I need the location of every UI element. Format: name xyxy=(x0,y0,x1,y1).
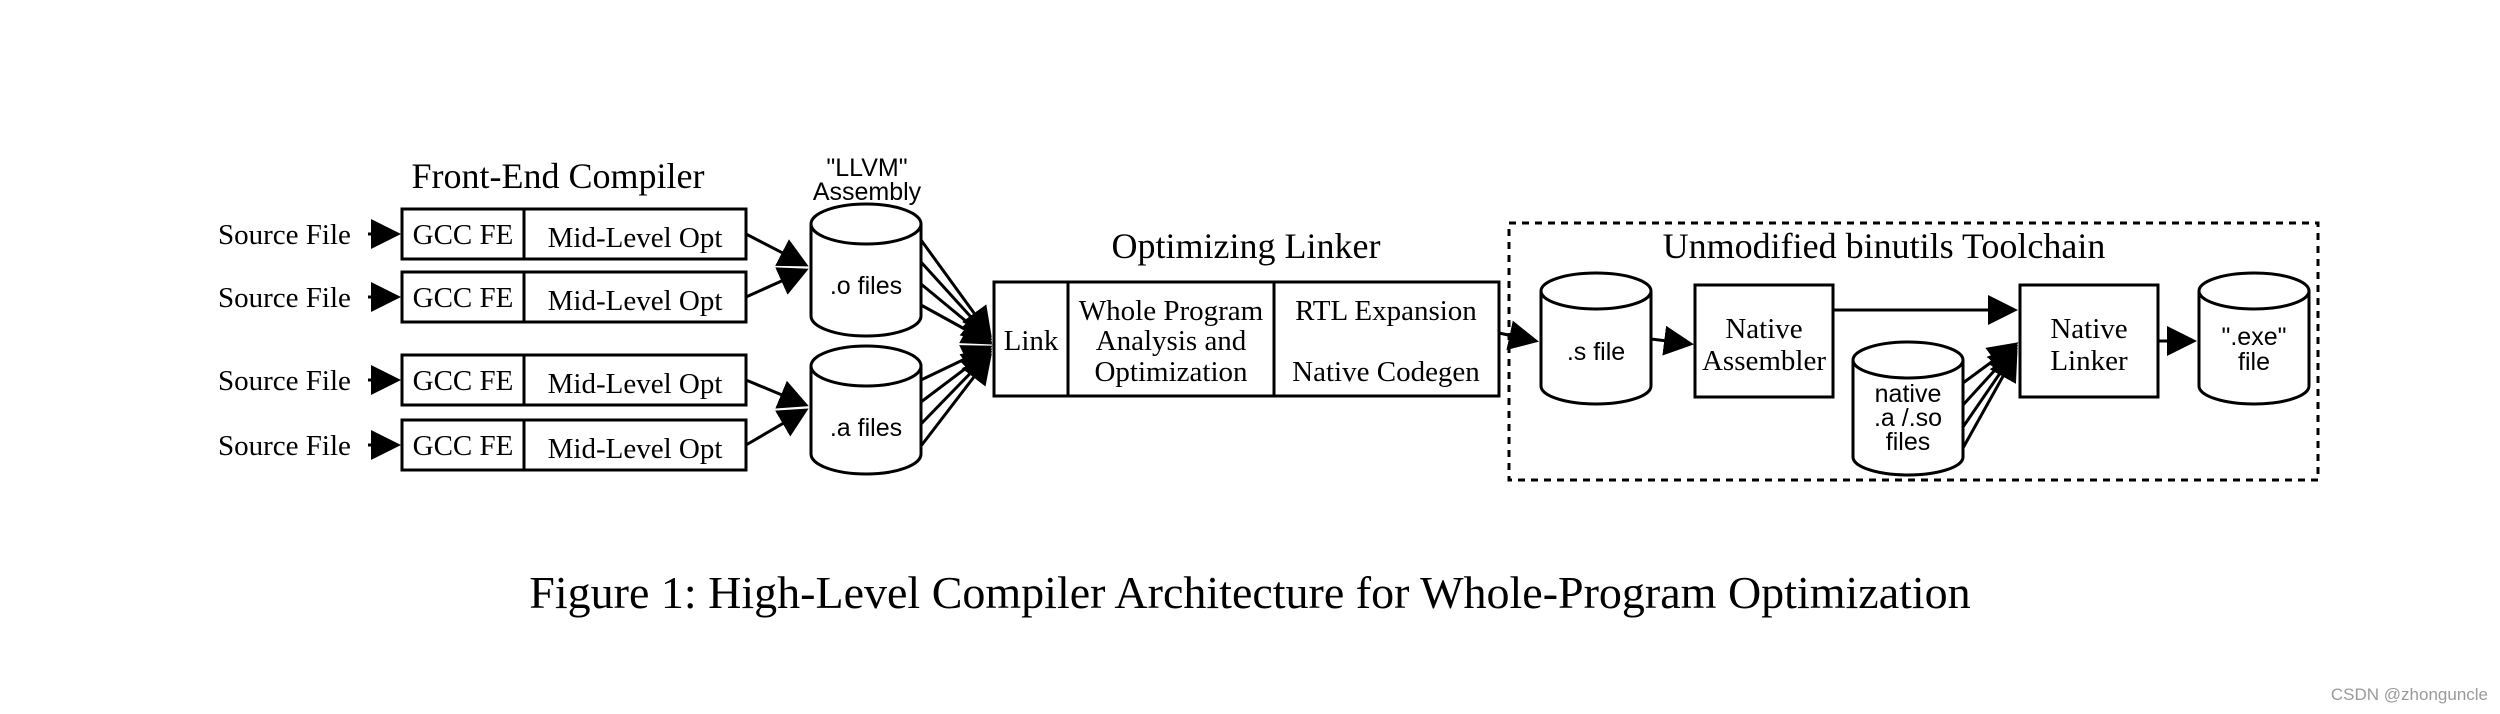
link-label: Link xyxy=(1004,325,1059,357)
llvm-assembly-line2: Assembly xyxy=(813,178,922,206)
native-libs-cylinder: native .a /.so files xyxy=(1851,340,1965,477)
native-linker-line2: Linker xyxy=(2050,345,2128,377)
o-files-cylinder: .o files xyxy=(809,202,923,338)
to-a-files-arrow xyxy=(745,408,809,447)
wpa-line2: Analysis and xyxy=(1096,325,1247,357)
front-end-title: Front-End Compiler xyxy=(412,156,705,196)
frontend-row-2: Source File GCC FE Mid-Level Opt xyxy=(218,270,748,324)
wpa-line1: Whole Program xyxy=(1079,295,1264,327)
source-file-label: Source File xyxy=(218,430,351,462)
rtl-expansion-label: RTL Expansion xyxy=(1295,295,1477,327)
native-linker-box: Native Linker xyxy=(2018,283,2160,399)
wpa-line3: Optimization xyxy=(1094,356,1248,388)
native-libs-line1: native xyxy=(1875,380,1942,408)
to-s-file-arrow xyxy=(1498,320,1539,350)
toolchain-title: Unmodified binutils Toolchain xyxy=(1663,226,2106,266)
source-file-label: Source File xyxy=(218,365,351,397)
llvm-assembly-line1: "LLVM" xyxy=(826,154,907,182)
gcc-fe-label: GCC FE xyxy=(413,430,514,462)
optimizing-linker-title: Optimizing Linker xyxy=(1112,226,1381,266)
assembler-line2: Assembler xyxy=(1702,345,1826,377)
native-linker-line1: Native xyxy=(2050,313,2127,345)
fan-arrows-to-native-linker xyxy=(1961,342,2019,449)
mid-level-opt-box xyxy=(522,353,748,407)
gcc-fe-label: GCC FE xyxy=(413,365,514,397)
frontend-row-1: Source File GCC FE Mid-Level Opt xyxy=(218,207,748,261)
frontend-row-4: Source File GCC FE Mid-Level Opt xyxy=(218,418,748,472)
o-files-label: .o files xyxy=(830,272,902,300)
mid-level-opt-box xyxy=(522,270,748,324)
watermark: CSDN @zhonguncle xyxy=(2331,685,2488,704)
exe-line2: file xyxy=(2238,348,2270,376)
gcc-fe-label: GCC FE xyxy=(413,282,514,314)
mid-level-opt-label: Mid-Level Opt xyxy=(548,222,723,254)
source-file-label: Source File xyxy=(218,219,351,251)
native-libs-line3: files xyxy=(1886,428,1930,456)
a-files-label: .a files xyxy=(830,414,902,442)
mid-level-opt-box xyxy=(522,207,748,261)
assembler-line1: Native xyxy=(1725,313,1802,345)
a-files-cylinder: .a files xyxy=(809,344,923,476)
toolchain-region xyxy=(1507,221,2320,482)
mid-level-opt-label: Mid-Level Opt xyxy=(548,285,723,317)
s-file-cylinder: .s file xyxy=(1539,271,1653,406)
native-assembler-box: Native Assembler xyxy=(1693,283,1835,399)
gcc-fe-box xyxy=(400,270,526,324)
gcc-fe-box xyxy=(400,353,526,407)
exe-line1: ".exe" xyxy=(2221,323,2286,351)
to-assembler-arrow xyxy=(1650,325,1694,356)
fan-arrows-to-linker xyxy=(919,239,993,447)
source-file-label: Source File xyxy=(218,282,351,314)
to-o-files-arrow xyxy=(745,267,809,299)
mid-level-opt-label: Mid-Level Opt xyxy=(548,368,723,400)
gcc-fe-label: GCC FE xyxy=(413,219,514,251)
to-o-files-arrow xyxy=(745,232,809,267)
native-codegen-label: Native Codegen xyxy=(1292,356,1480,388)
mid-level-opt-label: Mid-Level Opt xyxy=(548,433,723,465)
s-file-label: .s file xyxy=(1567,338,1625,366)
exe-file-cylinder: ".exe" file xyxy=(2197,271,2311,406)
native-libs-line2: .a /.so xyxy=(1874,404,1942,432)
figure-caption: Figure 1: High-Level Compiler Architectu… xyxy=(529,567,1970,618)
optimizing-linker-box: Link Whole Program Analysis and Optimiza… xyxy=(992,280,1501,398)
frontend-row-3: Source File GCC FE Mid-Level Opt xyxy=(218,353,748,407)
to-a-files-arrow xyxy=(745,378,809,409)
